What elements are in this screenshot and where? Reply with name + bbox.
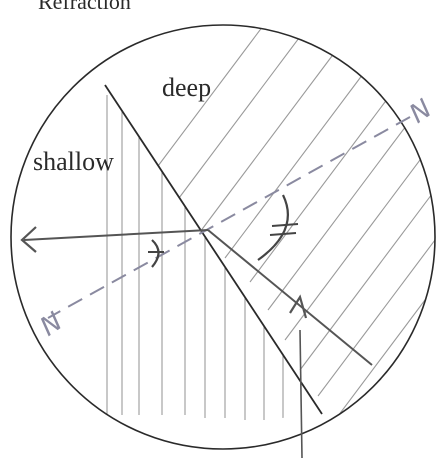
arrow-left-icon <box>20 226 37 253</box>
angle-of-incidence-arc <box>257 194 289 261</box>
normal-marker-bottom: N <box>35 307 68 343</box>
shallow-label: shallow <box>33 147 114 176</box>
incident-ray <box>207 229 373 366</box>
arrow-up-icon <box>289 294 308 319</box>
view-circle <box>10 24 436 450</box>
angle-tick-1 <box>271 223 299 227</box>
diagram-title: Refraction <box>38 0 131 14</box>
shallow-water-hatching <box>106 95 284 420</box>
refracted-ray <box>23 229 209 241</box>
boundary-line <box>104 84 323 415</box>
deep-water-hatching <box>139 25 435 421</box>
normal-line <box>47 116 411 319</box>
lower-ray-line <box>299 329 303 459</box>
deep-label: deep <box>162 73 211 102</box>
normal-marker-top: N <box>404 94 437 130</box>
angle-of-refraction-arc <box>151 239 160 268</box>
angle-tick-2 <box>269 232 297 236</box>
